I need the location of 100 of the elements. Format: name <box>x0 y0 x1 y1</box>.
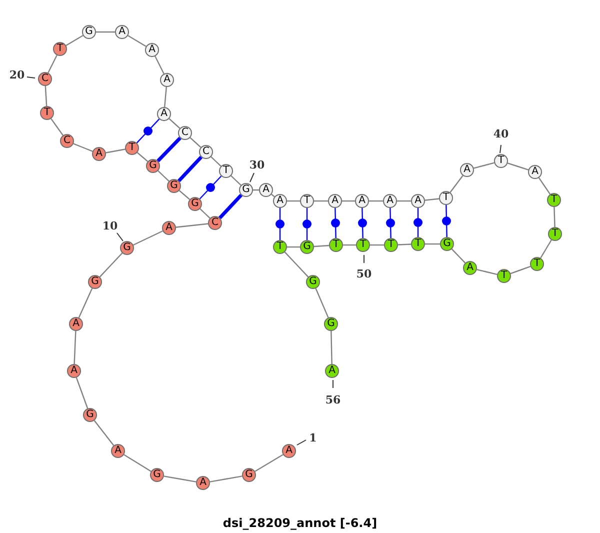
backbone-line <box>369 200 383 202</box>
nucleotide-circle: A <box>196 476 210 490</box>
nucleotide-circle: A <box>92 147 106 161</box>
nucleotide-circle: T <box>125 141 139 155</box>
backbone-line <box>474 162 494 169</box>
nucleotide-circle: G <box>167 179 181 193</box>
nucleotide-circle: C <box>178 126 192 140</box>
nucleotide-circle: G <box>324 317 338 331</box>
base-pair-line <box>334 208 336 238</box>
nucleotide-circle: T <box>497 269 511 283</box>
nucleotide-circle: A <box>383 194 397 208</box>
nucleotide-circle: T <box>494 154 508 168</box>
backbone-line <box>284 252 309 278</box>
nucleotide-circle: A <box>273 194 287 208</box>
backbone-line <box>154 56 164 74</box>
backbone-line <box>94 420 114 446</box>
base-pair-line <box>218 194 242 220</box>
backbone-line <box>424 198 440 201</box>
backbone-line <box>230 175 242 186</box>
base-pair-line <box>390 208 392 238</box>
backbone-line <box>128 35 146 47</box>
nucleotide-circle: T <box>547 193 561 207</box>
base-pair-line <box>136 118 160 144</box>
nucleotide-circle: G <box>306 275 320 289</box>
nucleotide-circle: C <box>208 216 222 230</box>
backbone-line <box>50 118 64 136</box>
base-pair-line <box>178 156 202 182</box>
nucleotide-circle: G <box>146 159 160 173</box>
backbone-line <box>99 252 123 278</box>
nucleotide-circle: T <box>53 42 67 56</box>
nucleotide-circle: G <box>88 275 102 289</box>
backbone-line <box>540 240 552 258</box>
nucleotide-circle: A <box>69 317 83 331</box>
nucleotide-circle: A <box>157 107 171 121</box>
backbone-line <box>158 170 170 182</box>
backbone-line <box>200 208 210 219</box>
nucleotide-circle: C <box>60 134 74 148</box>
nucleotide-circle: A <box>463 261 477 275</box>
nucleotide-circle: C <box>38 72 52 86</box>
backbone-line <box>74 330 76 364</box>
nucleotide-circle: G <box>300 240 314 254</box>
backbone-line <box>330 330 332 364</box>
position-number: 20 <box>9 68 25 82</box>
base-pair-line <box>446 204 448 238</box>
backbone-line <box>78 288 93 318</box>
caption: dsi_28209_annot [-6.4] <box>222 516 378 530</box>
backbone-line <box>314 200 328 202</box>
nucleotide-circle: G <box>120 241 134 255</box>
nucleotide-circle: G <box>150 468 164 482</box>
backbone-line <box>124 454 152 472</box>
nucleotide-circle: A <box>325 364 339 378</box>
nucleotide-circle: T <box>40 106 54 120</box>
backbone-line <box>451 248 466 264</box>
backbone-line <box>73 143 93 152</box>
nucleotide-circle: A <box>460 163 474 177</box>
nucleotide-circle: A <box>328 194 342 208</box>
nucleotide-circle: A <box>111 444 125 458</box>
base-pair-line <box>306 208 308 240</box>
nucleotide-circle: A <box>282 444 296 458</box>
backbone-line <box>176 223 208 228</box>
backbone-line <box>398 244 412 246</box>
backbone-line <box>342 200 355 202</box>
nucleotide-circle: A <box>160 73 174 87</box>
nucleotide-circle: G <box>188 197 202 211</box>
position-number: 56 <box>325 394 341 406</box>
nucleotide-circle: T <box>411 237 425 251</box>
backbone-line <box>66 35 84 46</box>
nucleotide-circle: T <box>548 227 562 241</box>
nucleotide-circle: T <box>329 238 343 252</box>
nucleotide-circle: T <box>219 164 233 178</box>
nucleotide-circle: G <box>239 183 253 197</box>
backbone-line <box>397 200 411 202</box>
base-pair-line <box>279 208 281 240</box>
backbone-line <box>178 190 190 200</box>
backbone-line <box>314 244 330 248</box>
position-number: 30 <box>249 158 265 172</box>
backbone-line <box>164 476 196 482</box>
nucleotide-circle: A <box>145 43 159 57</box>
backbone-line <box>476 269 498 275</box>
backbone-line <box>287 200 300 202</box>
nucleotide-circle: C <box>199 145 213 159</box>
position-number: 10 <box>102 220 118 232</box>
base-pair-line <box>199 176 222 200</box>
backbone-line <box>538 177 551 195</box>
backbone-line <box>96 31 115 33</box>
nucleotide-circle: G <box>82 25 96 39</box>
backbone-line <box>507 162 529 170</box>
nucleotide-circle: A <box>162 221 176 235</box>
backbone-line <box>168 118 180 129</box>
backbone-line <box>210 156 222 167</box>
backbone-line <box>510 266 531 274</box>
nucleotide-circle: G <box>242 468 256 482</box>
nucleotide-circle: T <box>273 240 287 254</box>
nucleotide-circle: A <box>115 25 129 39</box>
backbone-line <box>164 86 167 108</box>
nucleotide-circle: A <box>355 194 369 208</box>
backbone-line <box>554 206 556 228</box>
backbone-line <box>76 377 88 409</box>
position-number: 40 <box>493 128 509 140</box>
nucleotide-circle: G <box>83 408 97 422</box>
